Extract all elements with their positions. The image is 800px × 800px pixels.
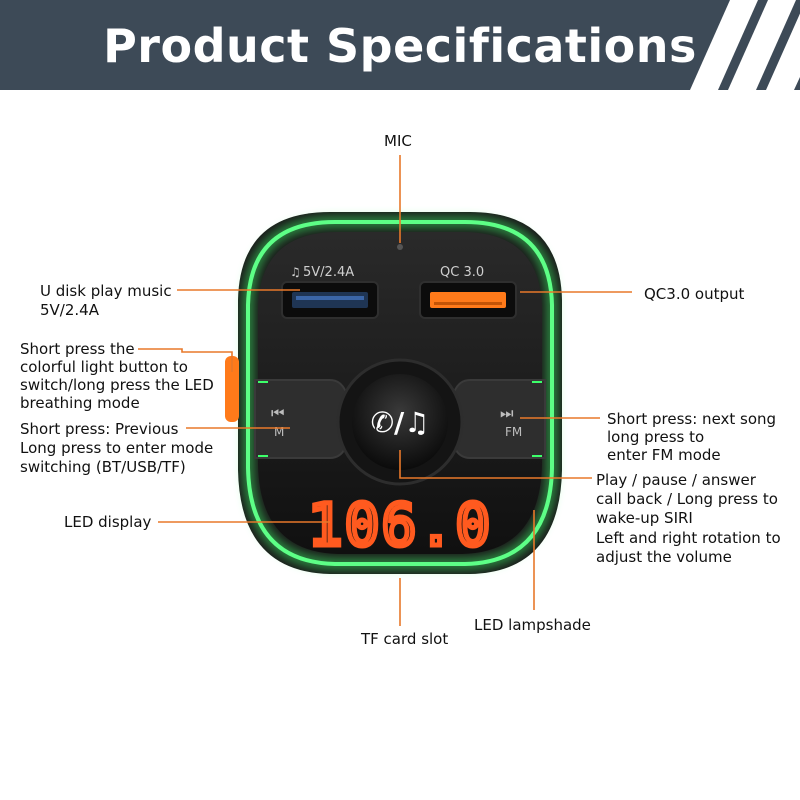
prev-button-label: M (274, 425, 284, 439)
callout-light-line3: switch/long press the LED (20, 376, 214, 394)
music-note-icon: ♫ (290, 265, 301, 279)
leader-light (138, 348, 233, 372)
callout-next-line3: enter FM mode (607, 446, 721, 464)
callout-lampshade: LED lampshade (474, 616, 591, 634)
callout-light-line1: Short press the (20, 340, 135, 358)
usb-right-label: QC 3.0 (440, 265, 484, 280)
mic-hole (397, 244, 403, 250)
callout-play-line1: Play / pause / answer (596, 471, 756, 489)
callout-play-line5: adjust the volume (596, 548, 732, 566)
next-button-label: FM (505, 425, 522, 439)
callout-tf-card: TF card slot (361, 630, 449, 648)
callout-prev-line2: Long press to enter mode (20, 439, 214, 457)
center-knob (352, 374, 448, 470)
prev-button (254, 379, 352, 459)
callout-play-line4: Left and right rotation to (596, 529, 781, 547)
callout-next-line2: long press to (607, 428, 705, 446)
callout-mic: MIC (384, 132, 412, 150)
callout-light-line4: breathing mode (20, 394, 140, 412)
callout-play-line2: call back / Long press to (596, 490, 778, 508)
page-title: Product Specifications (103, 19, 697, 73)
next-icon: ⏭ (500, 404, 514, 422)
callout-next-line1: Short press: next song (607, 410, 777, 428)
leader-play (399, 450, 592, 479)
callout-light-line2: colorful light button to (20, 358, 188, 376)
led-ring (246, 220, 554, 566)
callout-qc-output: QC3.0 output (644, 285, 745, 303)
header-stripes-decoration (690, 0, 800, 90)
callout-prev-line3: switching (BT/USB/TF) (20, 458, 186, 476)
side-light-button (225, 356, 239, 422)
callout-play-line3: wake-up SIRI (596, 509, 693, 527)
callout-prev-line1: Short press: Previous (20, 420, 179, 438)
callout-udisk-line1: U disk play music (40, 282, 172, 300)
header-bar (0, 0, 800, 90)
phone-music-icon: ✆/♫ (371, 406, 430, 439)
previous-icon: ⏮ (271, 404, 285, 422)
led-display-value: 106.0 (308, 491, 493, 559)
leader-lines (138, 155, 632, 626)
callout-led-display: LED display (64, 513, 152, 531)
usb-left-label: 5V/2.4A (303, 265, 354, 280)
next-button (448, 379, 546, 459)
callout-udisk-line2: 5V/2.4A (40, 301, 99, 319)
